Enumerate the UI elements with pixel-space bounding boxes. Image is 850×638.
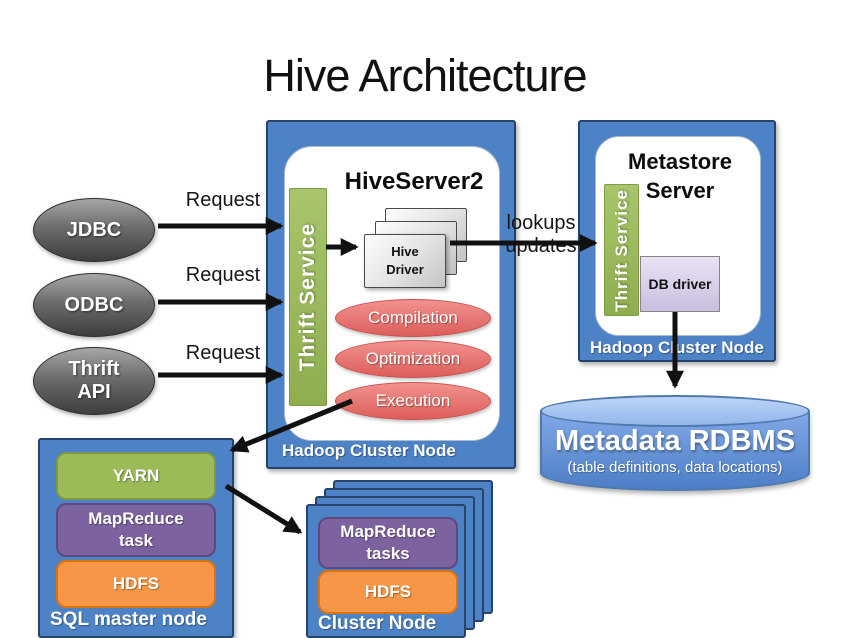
stage-optimization: Optimization (335, 340, 491, 378)
cluster-hdfs-block: HDFS (318, 570, 458, 614)
mapreduce-tasks-block: MapReduce tasks (318, 517, 458, 569)
metastore-node: Metastore Server Thrift Service DB drive… (578, 120, 776, 362)
request-label-1: Request (185, 189, 261, 211)
arrow-yarn-to-cluster (224, 483, 303, 535)
metastore-thrift-service-bar: Thrift Service (604, 184, 639, 316)
hiveserver2-node-label: Hadoop Cluster Node (282, 441, 456, 460)
cluster-node-label: Cluster Node (318, 613, 437, 634)
sql-master-node: YARN MapReduce task HDFS SQL master node (38, 438, 234, 638)
sql-master-node-label: SQL master node (50, 609, 207, 630)
rdbms-title: Metadata RDBMS (554, 425, 796, 457)
mapreduce-task-block: MapReduce task (56, 503, 216, 557)
metastore-node-label: Hadoop Cluster Node (590, 338, 764, 357)
hdfs-block: HDFS (56, 560, 216, 608)
hiveserver2-thrift-service-bar: Thrift Service (289, 188, 327, 406)
hive-driver-card: Hive Driver (364, 234, 446, 288)
metastore-thrift-service-label: Thrift Service (611, 188, 631, 312)
cluster-node: MapReduce tasks HDFS Cluster Node (306, 504, 466, 638)
rdbms-subtitle: (table definitions, data locations) (567, 459, 783, 476)
metastore-title: Metastore Server (628, 149, 732, 203)
cylinder-top (540, 395, 810, 427)
metadata-rdbms-cylinder: Metadata RDBMS (table definitions, data … (540, 395, 810, 491)
yarn-block: YARN (56, 452, 216, 500)
request-label-2: Request (185, 264, 261, 286)
stage-execution: Execution (335, 382, 491, 420)
client-ellipse-odbc: ODBC (33, 273, 155, 337)
db-driver-box: DB driver (640, 256, 720, 312)
hiveserver2-thrift-service-label: Thrift Service (296, 222, 319, 372)
client-ellipse-jdbc: JDBC (33, 198, 155, 262)
hiveserver2-title: HiveServer2 (344, 168, 484, 195)
page-title: Hive Architecture (263, 50, 587, 101)
stage-compilation: Compilation (335, 299, 491, 337)
client-ellipse-thrift-api: Thrift API (33, 347, 155, 415)
lookups-updates-label: lookups updates (505, 212, 577, 257)
hiveserver2-node: HiveServer2 Thrift Service Hive Driver C… (266, 120, 516, 469)
request-label-3: Request (185, 342, 261, 364)
